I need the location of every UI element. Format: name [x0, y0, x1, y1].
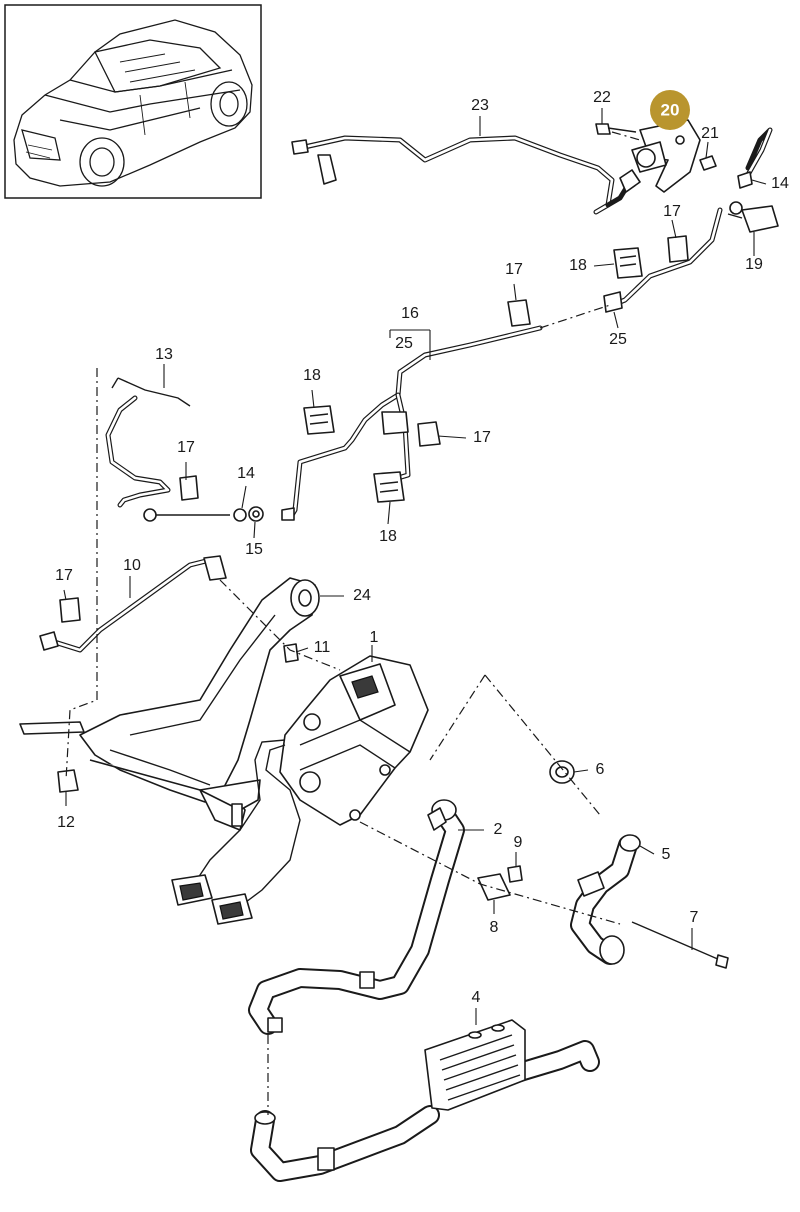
part-22-bolt	[595, 123, 637, 135]
part-17-clip-c	[417, 421, 441, 447]
callout-leaders	[63, 108, 767, 1025]
callout-22: 22	[593, 89, 611, 106]
part-1-heater-unit	[279, 655, 429, 826]
callout-24: 24	[353, 587, 371, 604]
part-14-pipe-right	[737, 127, 773, 189]
part-5-intake-hose	[570, 834, 641, 965]
part-10-pipe	[39, 555, 227, 653]
part-23-fuel-line	[291, 135, 631, 215]
callout-17-mid: 17	[505, 261, 523, 278]
part-4-muffler	[250, 1019, 600, 1182]
callout-18-top: 18	[569, 257, 587, 274]
callout-4: 4	[472, 989, 481, 1006]
callout-1: 1	[370, 629, 379, 646]
callout-17-far-left: 17	[55, 567, 73, 584]
part-14-fitting	[233, 508, 247, 522]
callout-17-right: 17	[473, 429, 491, 446]
part-18-clip-c	[373, 471, 405, 503]
part-15-seal	[248, 506, 264, 522]
part-17-clip-a	[667, 235, 689, 263]
part-9-screw	[507, 865, 523, 883]
callout-7: 7	[690, 909, 699, 926]
callout-10: 10	[123, 557, 141, 574]
callout-23: 23	[471, 97, 489, 114]
part-18-clip-b	[303, 405, 335, 435]
part-12-clip	[57, 769, 79, 793]
part-8-bracket	[477, 873, 511, 901]
vehicle-thumbnail	[4, 4, 262, 199]
assembly-lines	[65, 131, 641, 1115]
callout-15: 15	[245, 541, 263, 558]
part-2-exhaust-hose	[248, 799, 465, 1035]
part-17-clip-b	[507, 299, 531, 327]
part-7-cable-tie	[631, 921, 729, 969]
part-24-mounting-bracket	[19, 577, 320, 831]
part-11-grommet	[283, 643, 299, 663]
callout-labels: 23 22 20 21 14 17 19 18 17 25 16 25 13 1…	[55, 89, 789, 1006]
callout-20: 20	[661, 100, 680, 119]
callout-25-right: 25	[609, 331, 627, 348]
part-17-clip-d	[179, 475, 199, 501]
callout-8: 8	[490, 919, 499, 936]
callout-6: 6	[596, 761, 605, 778]
callout-16: 16	[401, 305, 419, 322]
callout-18-low: 18	[379, 528, 397, 545]
callout-13: 13	[155, 346, 173, 363]
heater-wiring-harness	[171, 739, 301, 925]
callout-14-top: 14	[771, 175, 789, 192]
part-21-nut	[699, 155, 717, 171]
suv-outline-icon	[13, 19, 253, 187]
callout-14-mid: 14	[237, 465, 255, 482]
callout-11: 11	[314, 639, 331, 656]
callout-25-left: 25	[395, 335, 413, 352]
callout-19: 19	[745, 256, 763, 273]
callout-5: 5	[662, 846, 671, 863]
part-25-fuel-line	[281, 207, 723, 521]
highlight-badge-20: 20	[650, 90, 690, 130]
callout-18-mid: 18	[303, 367, 321, 384]
part-18-clip-a	[613, 247, 643, 279]
part-19-valve	[727, 201, 779, 233]
part-17-clip-e	[59, 597, 81, 623]
callout-2: 2	[494, 821, 503, 838]
part-13-cable	[105, 377, 230, 522]
callout-9: 9	[514, 834, 523, 851]
callout-17-top: 17	[663, 203, 681, 220]
callout-17-left: 17	[177, 439, 195, 456]
callout-12: 12	[57, 814, 75, 831]
part-20-metering-pump	[619, 119, 701, 193]
callout-21: 21	[701, 125, 719, 142]
highlight-circle	[650, 90, 690, 130]
